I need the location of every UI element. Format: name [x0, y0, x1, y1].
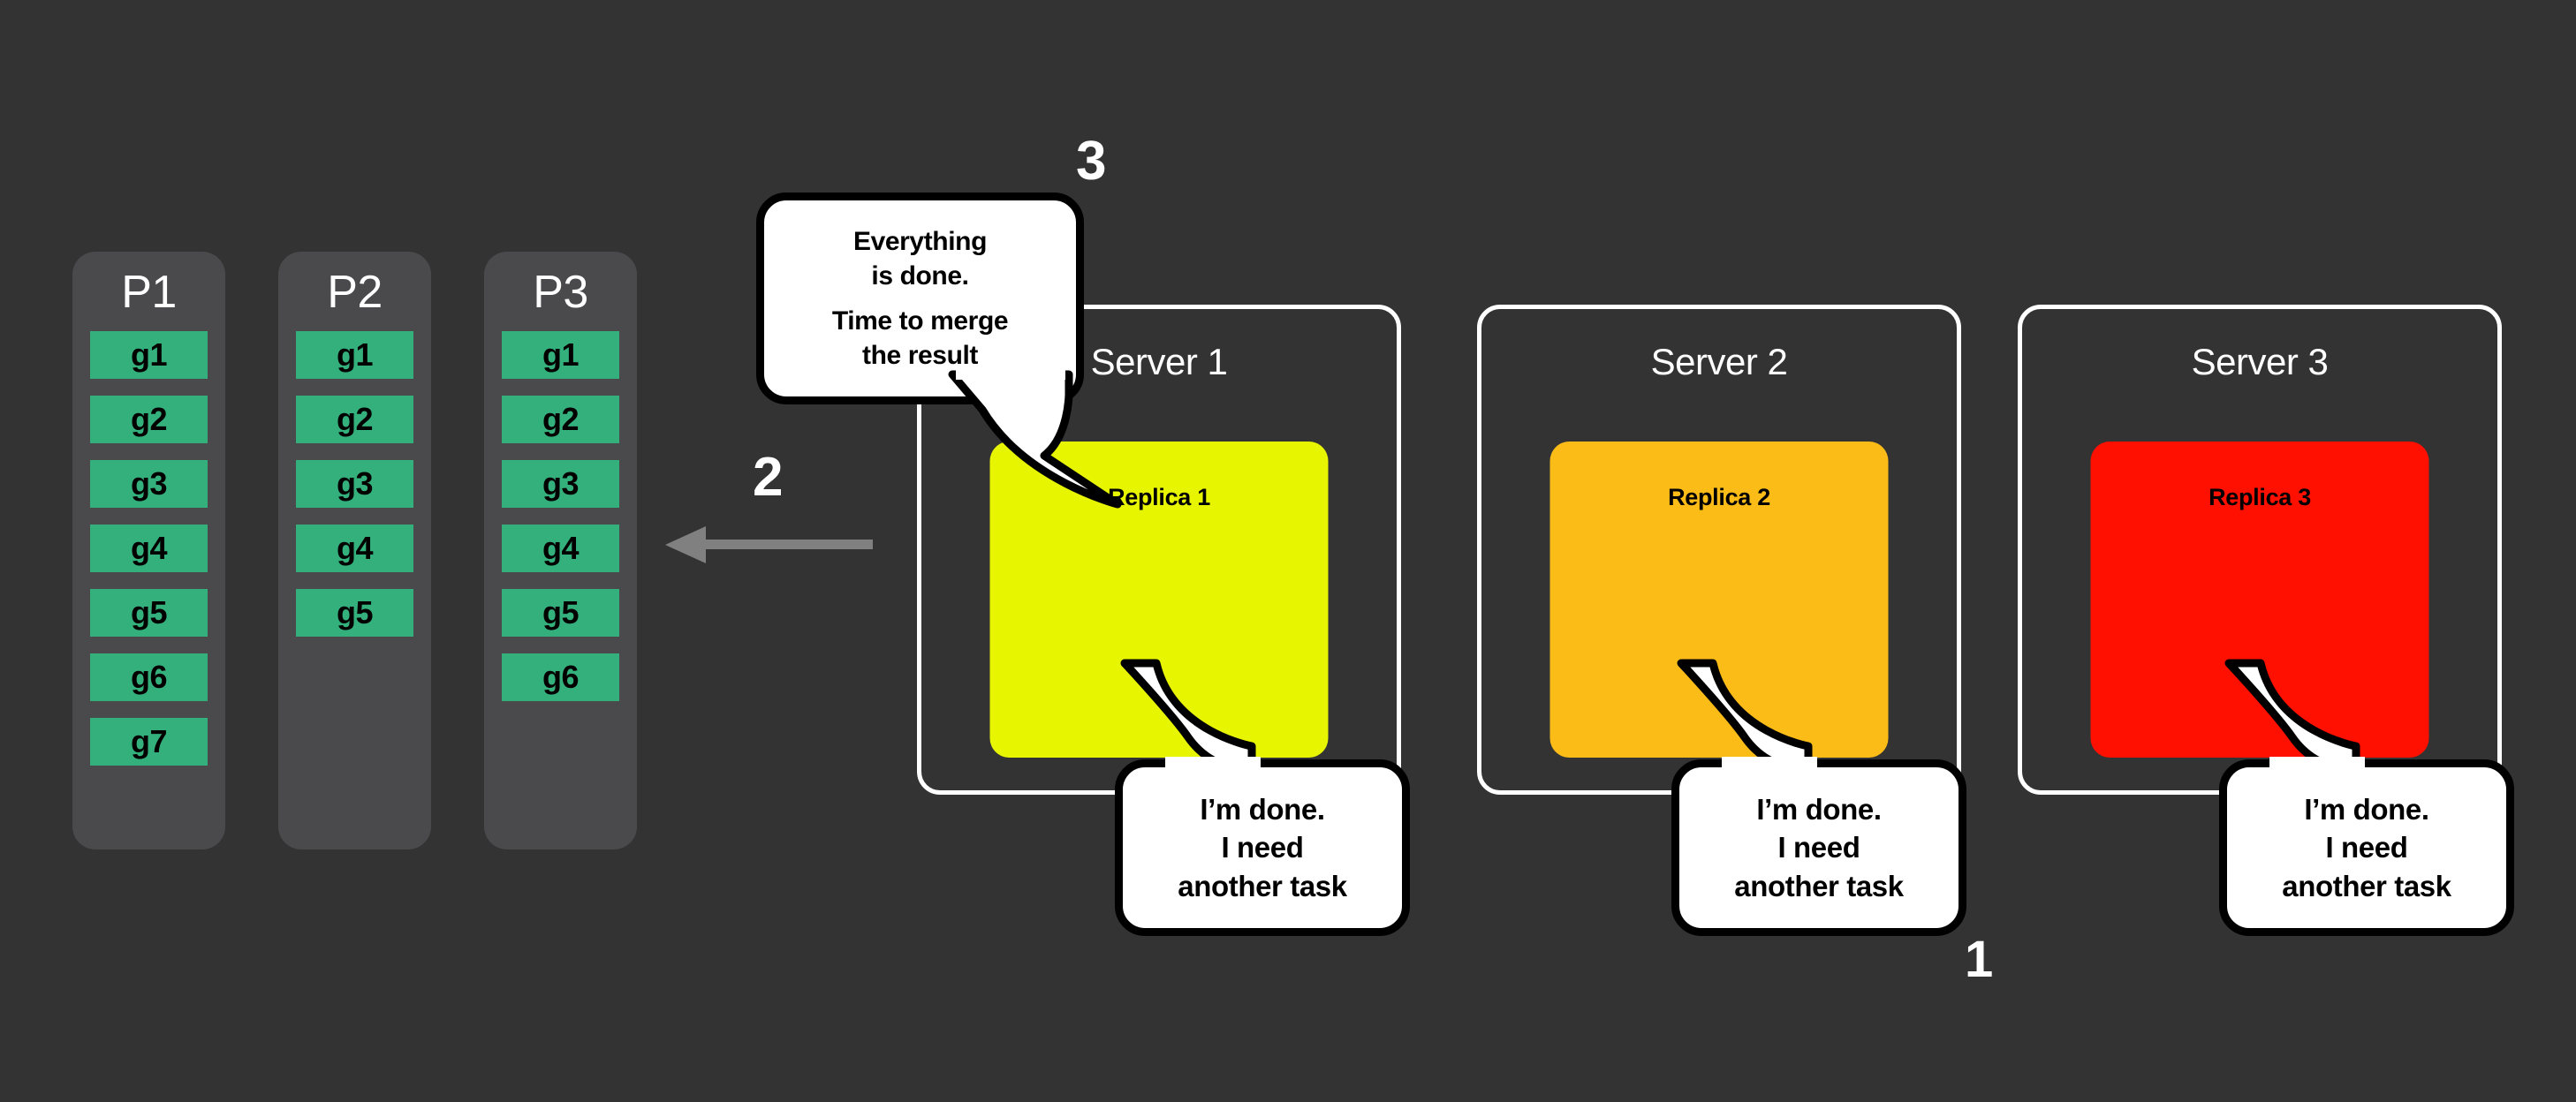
step-number-3: 3 [1076, 131, 1107, 192]
partition-title: P3 [533, 267, 588, 318]
arrow-shaft [702, 540, 873, 549]
chunk-block: g5 [502, 589, 619, 637]
bubble-line: another task [2282, 869, 2451, 902]
speech-bubble-worker-3: I’m done. I need another task [2219, 659, 2514, 936]
merge-arrow-left-icon [665, 526, 873, 563]
bubble-line: Time to merge [831, 306, 1009, 336]
bubble-line: I’m done. [1756, 792, 1882, 826]
replica-box-2: Replica 2 [1549, 442, 1889, 758]
chunk-block: g6 [90, 653, 208, 701]
bubble-line: Everything [852, 227, 988, 256]
chunk-block: g1 [502, 331, 619, 379]
replica-box-1: Replica 1 [989, 442, 1329, 758]
chunk-block: g1 [296, 331, 413, 379]
chunk-block: g4 [90, 525, 208, 572]
chunk-block: g6 [502, 653, 619, 701]
bubble-line: I need [2325, 831, 2408, 864]
chunk-block: g3 [296, 460, 413, 508]
bubble-line: the result [861, 341, 979, 370]
chunk-block: g5 [90, 589, 208, 637]
chunk-block: g3 [90, 460, 208, 508]
server-box-2: Server 2 Replica 2 [1477, 305, 1961, 795]
bubble-line: another task [1734, 869, 1904, 902]
chunk-block: g4 [296, 525, 413, 572]
partition-title: P2 [327, 267, 383, 318]
partition-title: P1 [121, 267, 177, 318]
chunk-block: g2 [90, 396, 208, 443]
server-title: Server 3 [2191, 341, 2329, 382]
partition-p1: P1 g1 g2 g3 g4 g5 g6 g7 [72, 252, 225, 849]
server-title: Server 2 [1650, 341, 1788, 382]
chunk-block: g5 [296, 589, 413, 637]
bubble-line: I’m done. [2304, 792, 2429, 826]
chunk-block: g2 [296, 396, 413, 443]
chunk-block: g1 [90, 331, 208, 379]
partition-p3: P3 g1 g2 g3 g4 g5 g6 [484, 252, 637, 849]
replica-label: Replica 3 [2209, 484, 2311, 510]
replica-box-3: Replica 3 [2090, 442, 2429, 758]
arrow-head [665, 526, 706, 563]
bubble-line: is done. [871, 261, 969, 291]
bubble-line: I need [1777, 831, 1860, 864]
chunk-block: g2 [502, 396, 619, 443]
speech-bubble-merge: Everything is done. Time to merge the re… [756, 192, 1122, 509]
speech-bubble-worker-2: I’m done. I need another task [1671, 659, 1966, 936]
server-box-3: Server 3 Replica 3 [2018, 305, 2502, 795]
partition-p2: P2 g1 g2 g3 g4 g5 [278, 252, 431, 849]
speech-bubble-worker-1: I’m done. I need another task [1115, 659, 1410, 936]
bubble-line: I’m done. [1200, 792, 1325, 826]
chunk-block: g7 [90, 718, 208, 766]
replica-label: Replica 2 [1668, 484, 1770, 510]
bubble-line: I need [1221, 831, 1304, 864]
step-number-2: 2 [753, 447, 784, 508]
partition-group: P1 g1 g2 g3 g4 g5 g6 g7 P2 g1 g2 g3 g4 g… [72, 252, 637, 849]
step-number-1: 1 [1965, 931, 1994, 988]
chunk-block: g3 [502, 460, 619, 508]
chunk-block: g4 [502, 525, 619, 572]
bubble-line: another task [1178, 869, 1347, 902]
replica-label: Replica 1 [1108, 484, 1210, 510]
